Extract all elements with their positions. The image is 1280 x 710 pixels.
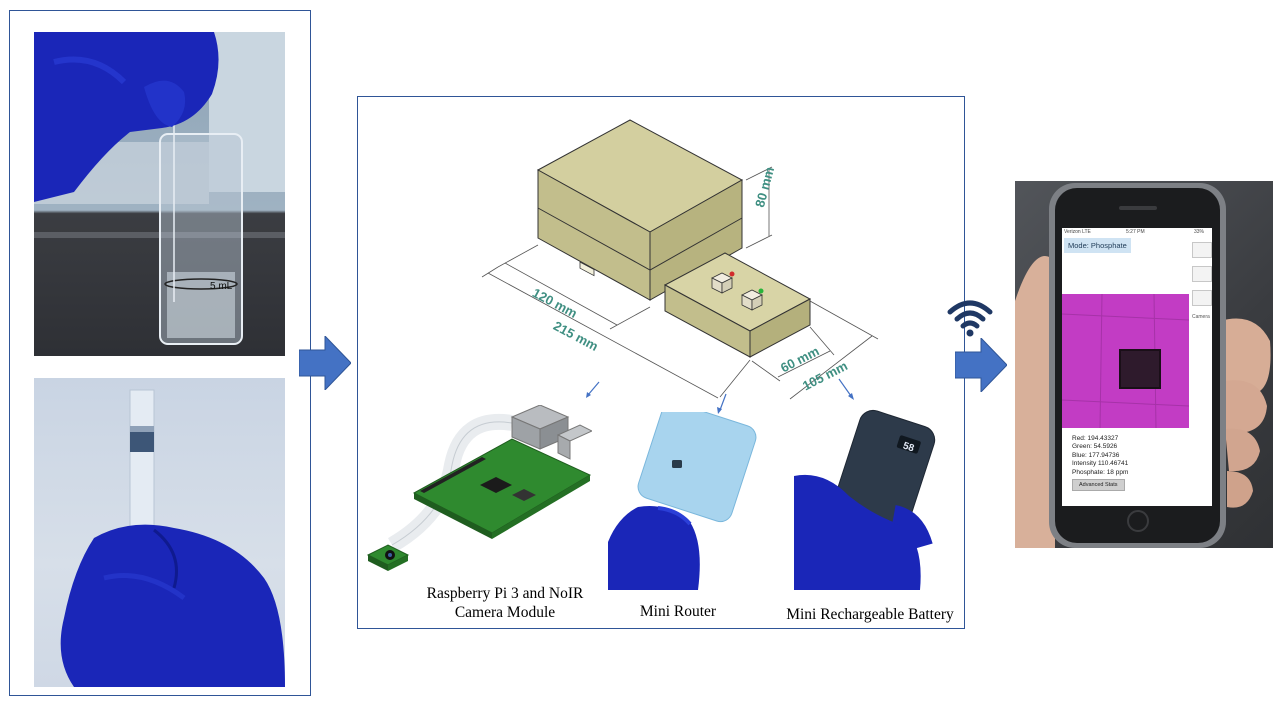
pointer-arrow-icon bbox=[836, 377, 858, 403]
time-text: 5:27 PM bbox=[1126, 229, 1145, 235]
flow-arrow-icon bbox=[299, 336, 351, 390]
side-button[interactable] bbox=[1192, 290, 1212, 306]
red-reading: Red: 194.43327 bbox=[1072, 435, 1119, 442]
phosphate-reading: Phosphate: 18 ppm bbox=[1072, 468, 1129, 476]
phone-speaker bbox=[1119, 206, 1157, 210]
volume-mark: 5 mL bbox=[210, 281, 233, 292]
side-controls: Camera bbox=[1190, 240, 1212, 320]
advanced-stats-button[interactable]: Advanced Stats bbox=[1072, 479, 1125, 492]
status-bar: Verizon LTE 5:27 PM 33% bbox=[1062, 228, 1212, 237]
beaker-photo: 5 mL bbox=[34, 32, 285, 356]
green-reading: Green: 54.5926 bbox=[1072, 443, 1118, 451]
battery-display: 58 bbox=[901, 441, 915, 455]
mode-label[interactable]: Mode: Phosphate bbox=[1064, 238, 1131, 253]
camera-button[interactable]: Camera bbox=[1192, 314, 1210, 320]
intensity-reading: Intensity 110.46741 bbox=[1072, 460, 1129, 468]
phone-screen: Verizon LTE 5:27 PM 33% Mode: Phosphate … bbox=[1062, 228, 1212, 506]
side-button[interactable] bbox=[1192, 266, 1212, 282]
raspberry-pi-label: Raspberry Pi 3 and NoIR Camera Module bbox=[395, 584, 615, 622]
router-label: Mini Router bbox=[639, 603, 717, 620]
pointer-arrow-icon bbox=[583, 380, 603, 400]
side-button[interactable] bbox=[1192, 242, 1212, 258]
carrier-text: Verizon LTE bbox=[1064, 229, 1091, 235]
raspberry-pi-illustration bbox=[362, 405, 592, 585]
battery-label: Mini Rechargeable Battery bbox=[786, 606, 954, 623]
battery-illustration: 58 bbox=[794, 406, 944, 590]
pointer-arrow-icon bbox=[712, 392, 732, 416]
wifi-icon bbox=[946, 298, 994, 338]
raspberry-pi-label-line-2: Camera Module bbox=[454, 604, 556, 621]
readings-box: Red: 194.43327 Green: 54.5926 Blue: 177.… bbox=[1072, 435, 1207, 499]
camera-view bbox=[1062, 294, 1189, 428]
home-button[interactable] bbox=[1127, 510, 1149, 532]
blue-reading: Blue: 177.94736 bbox=[1072, 451, 1120, 459]
battery-text: 33% bbox=[1194, 229, 1205, 235]
sample-square bbox=[1119, 349, 1161, 389]
raspberry-pi-label-line-1: Raspberry Pi 3 and NoIR bbox=[426, 585, 584, 602]
flow-arrow-icon bbox=[955, 338, 1007, 392]
device-drawing bbox=[480, 115, 900, 405]
test-strip-photo bbox=[34, 378, 285, 687]
router-illustration bbox=[608, 412, 758, 590]
